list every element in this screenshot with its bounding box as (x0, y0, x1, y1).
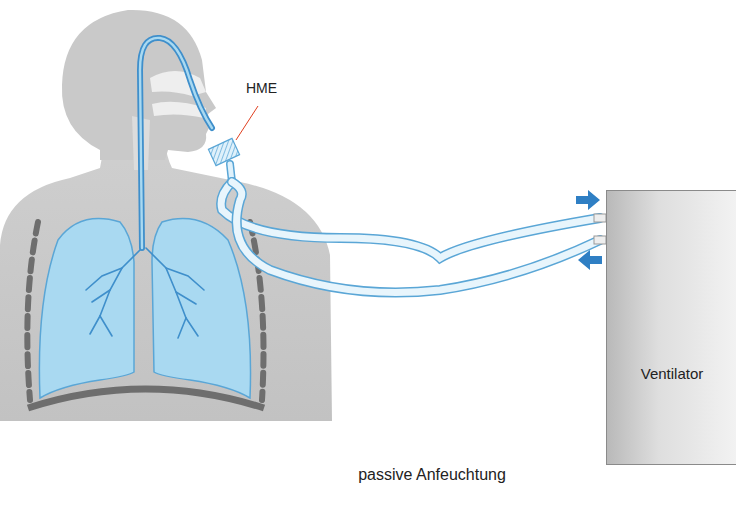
hme-filter (208, 138, 239, 165)
caption: passive Anfeuchtung (358, 466, 506, 484)
body-silhouette (0, 10, 332, 421)
diaphragm (28, 389, 264, 408)
port (594, 236, 606, 244)
device-label: Ventilator (641, 365, 704, 382)
endotracheal-tube (140, 38, 212, 248)
bronchi (86, 248, 204, 338)
part-label: HME (246, 80, 277, 96)
breathing-tubes (221, 164, 600, 293)
port (594, 214, 606, 222)
flow-arrow (578, 250, 602, 270)
leader-line (236, 106, 258, 140)
flow-arrow (576, 190, 600, 210)
ventilator-box: Ventilator (606, 190, 736, 465)
